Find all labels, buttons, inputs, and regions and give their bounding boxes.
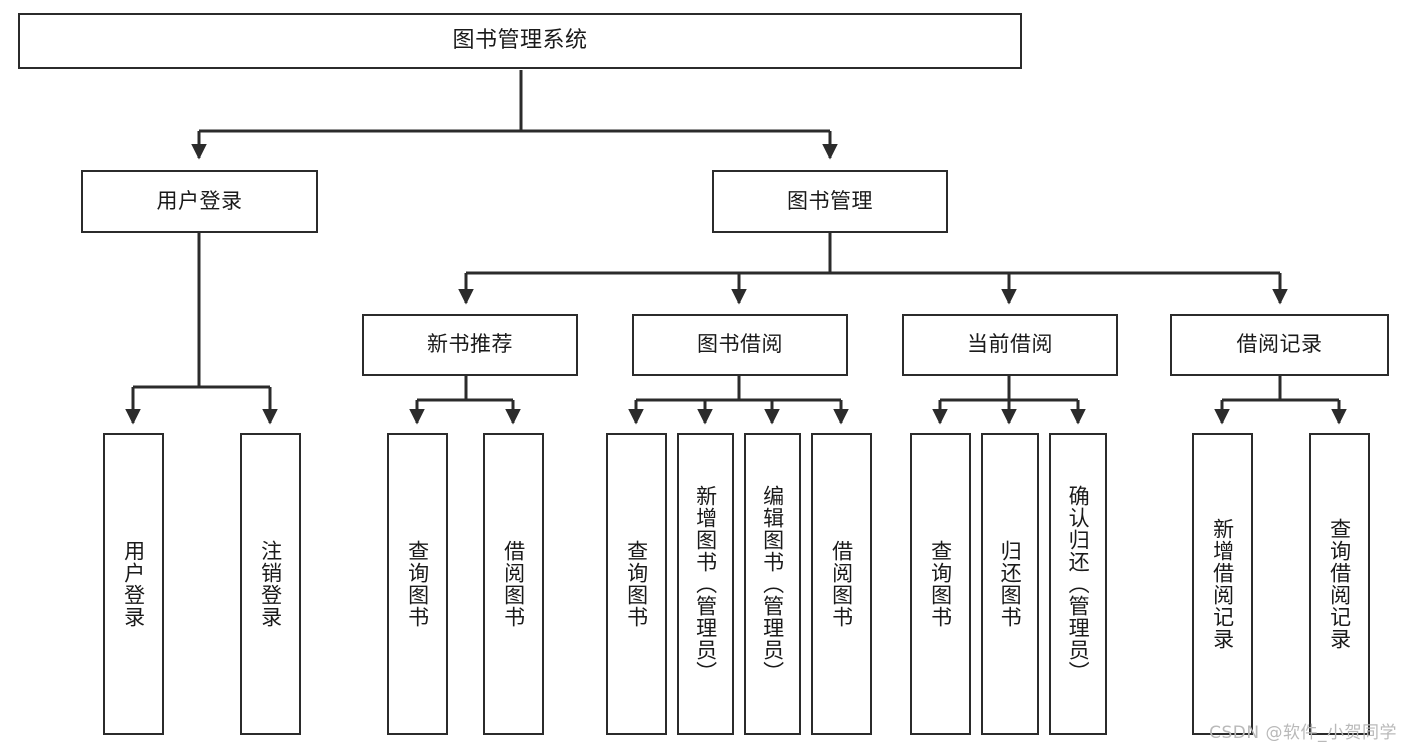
node-label: 借阅图书	[501, 540, 526, 628]
leaf-return-book[interactable]: 归还图书	[981, 433, 1039, 735]
node-borrow-record[interactable]: 借阅记录	[1170, 314, 1389, 376]
node-label: 查询图书	[928, 540, 953, 628]
node-label: 图书管理系统	[452, 27, 588, 53]
node-user-login[interactable]: 用户登录	[81, 170, 318, 233]
leaf-query-book-2[interactable]: 查询图书	[606, 433, 667, 735]
node-label: 归还图书	[998, 540, 1023, 628]
leaf-logout-login[interactable]: 注销登录	[240, 433, 301, 735]
node-label: 图书管理	[787, 188, 873, 213]
node-label: 确认归还（管理员）	[1066, 485, 1091, 683]
node-label: 用户登录	[121, 540, 146, 628]
node-label: 图书借阅	[697, 332, 783, 357]
node-book-manage[interactable]: 图书管理	[712, 170, 948, 233]
node-label: 查询借阅记录	[1327, 518, 1352, 650]
node-current-borrow[interactable]: 当前借阅	[902, 314, 1118, 376]
node-label: 查询图书	[405, 540, 430, 628]
node-label: 注销登录	[258, 540, 283, 628]
node-label: 编辑图书（管理员）	[760, 485, 785, 683]
node-book-borrow[interactable]: 图书借阅	[632, 314, 848, 376]
node-label: 新增借阅记录	[1210, 518, 1235, 650]
node-label: 借阅记录	[1236, 332, 1323, 357]
node-label: 新书推荐	[427, 332, 513, 357]
node-label: 用户登录	[156, 188, 243, 213]
node-label: 当前借阅	[967, 332, 1053, 357]
leaf-edit-book[interactable]: 编辑图书（管理员）	[744, 433, 801, 735]
node-label: 查询图书	[624, 540, 649, 628]
leaf-add-book[interactable]: 新增图书（管理员）	[677, 433, 734, 735]
node-label: 新增图书（管理员）	[693, 485, 718, 683]
leaf-borrow-book-1[interactable]: 借阅图书	[483, 433, 544, 735]
leaf-borrow-book-2[interactable]: 借阅图书	[811, 433, 872, 735]
leaf-confirm-return[interactable]: 确认归还（管理员）	[1049, 433, 1107, 735]
node-new-book-recommend[interactable]: 新书推荐	[362, 314, 578, 376]
node-label: 借阅图书	[829, 540, 854, 628]
csdn-watermark: CSDN @软件_小贺同学	[1209, 723, 1397, 743]
leaf-user-login[interactable]: 用户登录	[103, 433, 164, 735]
node-root-system[interactable]: 图书管理系统	[18, 13, 1022, 69]
leaf-query-book-3[interactable]: 查询图书	[910, 433, 971, 735]
leaf-query-record[interactable]: 查询借阅记录	[1309, 433, 1370, 735]
leaf-add-record[interactable]: 新增借阅记录	[1192, 433, 1253, 735]
leaf-query-book-1[interactable]: 查询图书	[387, 433, 448, 735]
